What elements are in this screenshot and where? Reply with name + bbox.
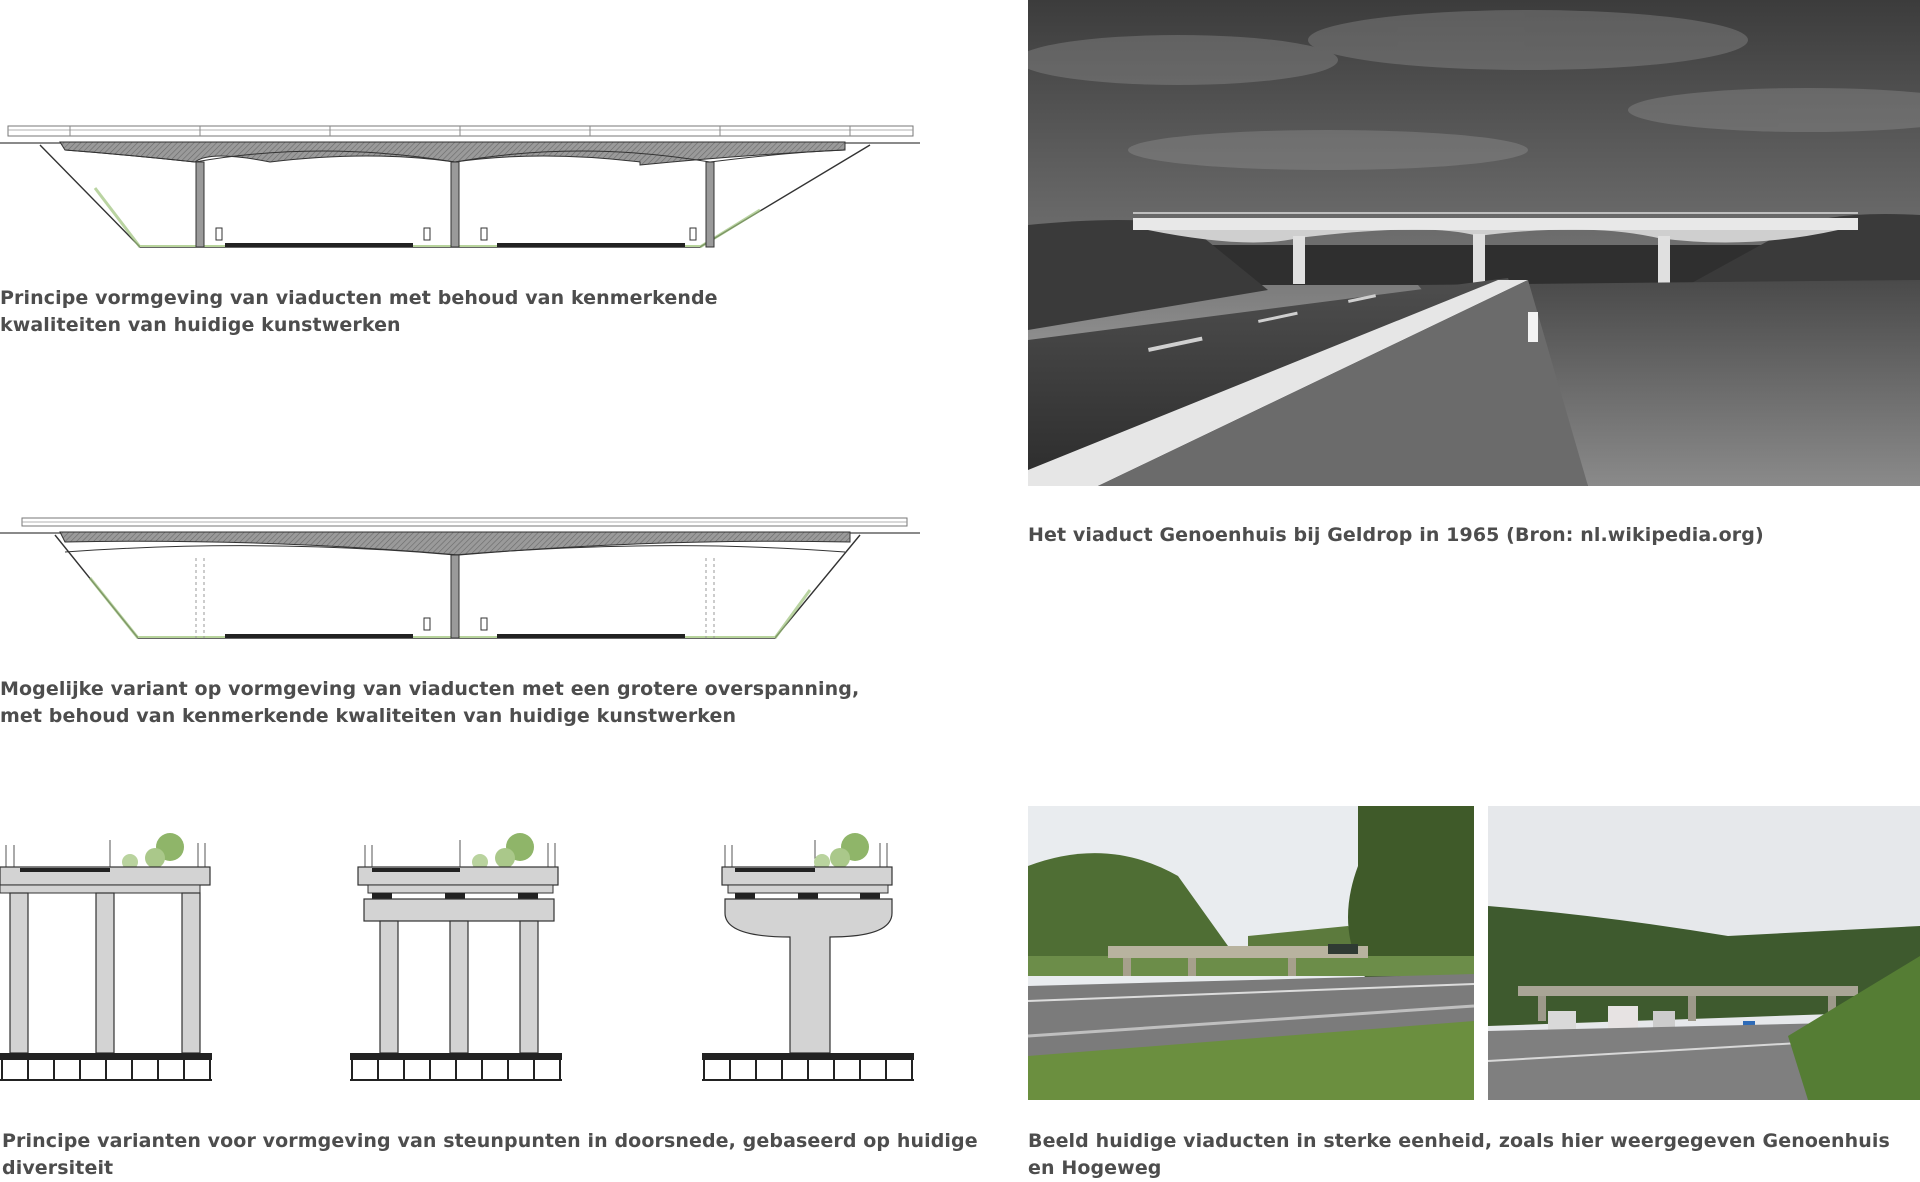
caption-bridge-variant: Mogelijke variant op vormgeving van viad… — [0, 676, 900, 730]
caption-historic-photo: Het viaduct Genoenhuis bij Geldrop in 19… — [1028, 522, 1908, 549]
caption-current-photos: Beeld huidige viaducten in sterke eenhei… — [1028, 1128, 1920, 1182]
caption-bridge-principle: Principe vormgeving van viaducten met be… — [0, 285, 900, 339]
caption-line: Principe vormgeving van viaducten met be… — [0, 287, 718, 309]
caption-line: Principe varianten voor vormgeving van s… — [2, 1130, 978, 1179]
caption-line: Beeld huidige viaducten in sterke eenhei… — [1028, 1130, 1890, 1179]
bridge-principle-drawing — [0, 110, 920, 260]
genoenhuis-photo — [1028, 806, 1474, 1100]
hogeweg-photo — [1488, 806, 1920, 1100]
caption-line: kwaliteiten van huidige kunstwerken — [0, 314, 401, 336]
bridge-variant-drawing — [0, 510, 920, 650]
support-variant-1 — [0, 833, 212, 1081]
support-variant-2 — [350, 833, 562, 1081]
caption-line: met behoud van kenmerkende kwaliteiten v… — [0, 705, 737, 727]
support-variant-3 — [702, 833, 914, 1081]
support-variants-drawing — [0, 825, 920, 1085]
caption-support-variants: Principe varianten voor vormgeving van s… — [2, 1128, 1002, 1182]
historic-viaduct-photo — [1028, 0, 1920, 486]
caption-line: Mogelijke variant op vormgeving van viad… — [0, 678, 860, 700]
caption-line: Het viaduct Genoenhuis bij Geldrop in 19… — [1028, 524, 1764, 546]
